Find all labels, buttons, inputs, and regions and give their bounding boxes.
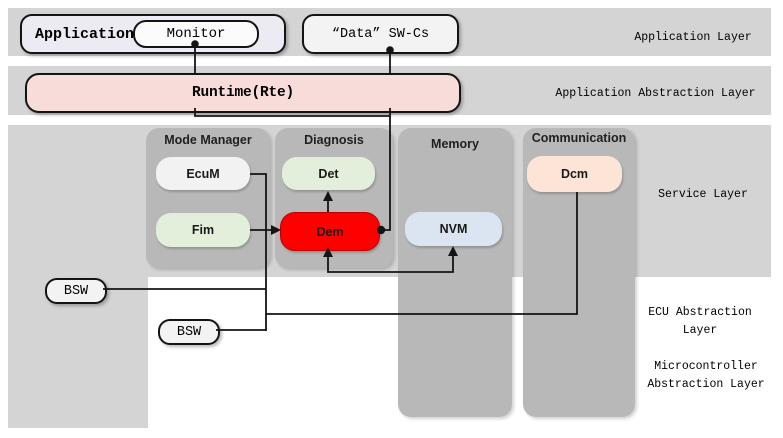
monitor-pill-label: Monitor bbox=[166, 26, 226, 42]
data-swcs-label: “Data” SW-Cs bbox=[331, 26, 430, 42]
label-ecu-abstraction-line2: Layer bbox=[682, 324, 718, 337]
data-swcs-box: “Data” SW-Cs bbox=[302, 14, 459, 54]
block-det-label: Det bbox=[318, 166, 339, 181]
block-det: Det bbox=[282, 157, 375, 190]
column-memory: Memory bbox=[398, 128, 512, 417]
block-nvm-label: NVM bbox=[439, 222, 468, 236]
bsw-oval-2: BSW bbox=[158, 319, 220, 345]
runtime-rte-label: Runtime(Rte) bbox=[191, 85, 295, 101]
label-microcontroller-abstraction-layer: Microcontroller Abstraction Layer bbox=[606, 358, 783, 394]
runtime-rte-bar: Runtime(Rte) bbox=[25, 73, 461, 113]
column-title-memory: Memory bbox=[431, 137, 479, 151]
column-title-communication: Communication bbox=[531, 131, 627, 145]
label-application-layer: Application Layer bbox=[634, 31, 752, 44]
column-title-mode-manager: Mode Manager bbox=[164, 133, 252, 147]
label-ecu-abstraction-layer: ECU Abstraction Layer bbox=[610, 304, 783, 340]
block-fim: Fim bbox=[156, 213, 250, 247]
application-box: Application Monitor bbox=[20, 14, 286, 54]
block-dcm: Dcm bbox=[527, 156, 622, 192]
label-service-layer: Service Layer bbox=[658, 188, 748, 201]
label-ecu-abstraction-line1: ECU Abstraction bbox=[648, 306, 752, 319]
block-dem: Dem bbox=[280, 212, 380, 251]
application-box-label: Application bbox=[35, 25, 135, 43]
block-dem-label: Dem bbox=[316, 224, 344, 239]
monitor-pill: Monitor bbox=[133, 20, 259, 48]
column-mode-manager: Mode Manager bbox=[146, 128, 270, 268]
bsw-oval-1-label: BSW bbox=[63, 283, 89, 299]
bsw-oval-1: BSW bbox=[45, 278, 107, 304]
label-mcal-line1: Microcontroller bbox=[654, 360, 758, 373]
block-dcm-label: Dcm bbox=[560, 167, 589, 181]
label-application-abstraction-layer: Application Abstraction Layer bbox=[555, 87, 756, 100]
bsw-oval-2-label: BSW bbox=[176, 324, 202, 340]
block-ecum-label: EcuM bbox=[186, 166, 220, 181]
label-mcal-line2: Abstraction Layer bbox=[647, 378, 765, 391]
column-title-diagnosis: Diagnosis bbox=[304, 133, 364, 147]
block-ecum: EcuM bbox=[156, 157, 250, 190]
block-fim-label: Fim bbox=[191, 223, 215, 237]
block-nvm: NVM bbox=[405, 212, 502, 246]
